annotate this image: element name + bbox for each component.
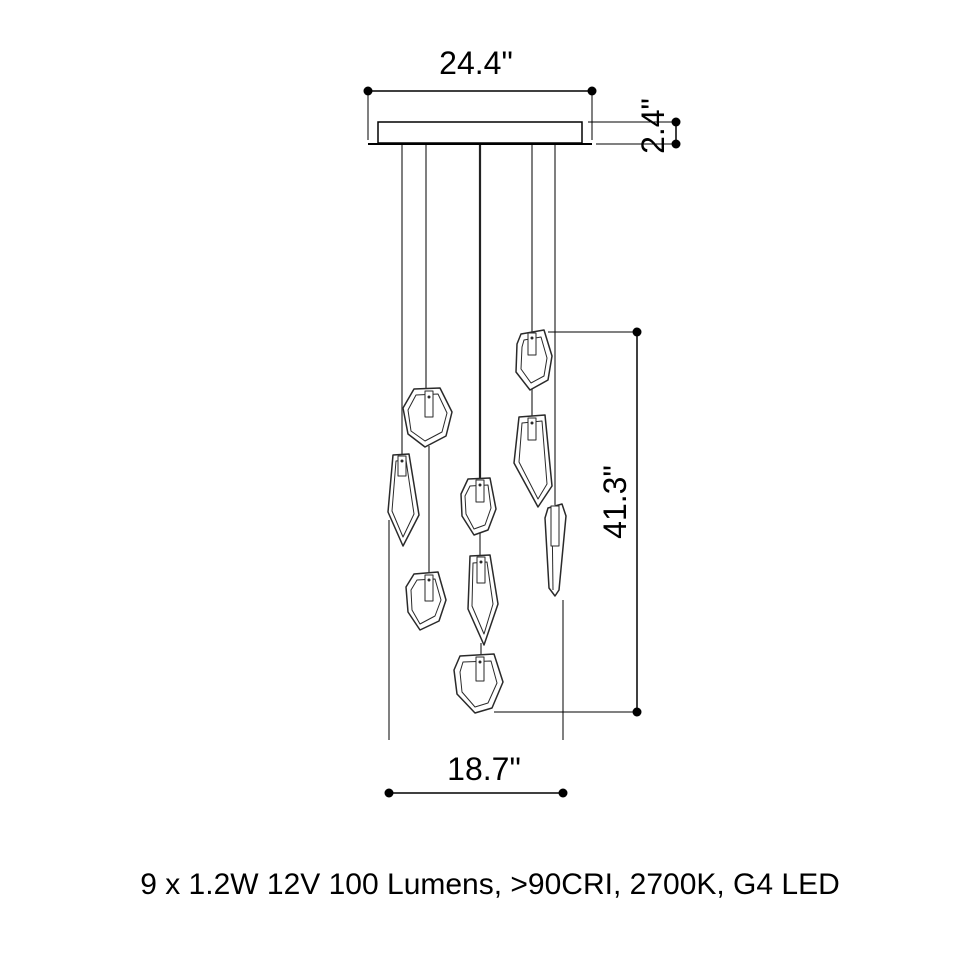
canopy-height-label: 2.4" xyxy=(635,98,671,154)
crystal-3 xyxy=(513,414,553,508)
crystal-2 xyxy=(402,387,453,448)
crystal-9-pin xyxy=(478,660,482,664)
crystal-2-pin xyxy=(427,395,431,399)
crystal-7-outline xyxy=(467,554,499,646)
crystal-8-socket xyxy=(424,574,434,602)
cluster-width-dimension: 18.7" xyxy=(384,520,568,798)
canopy-height-dimension: 2.4" xyxy=(588,98,681,154)
crystal-9-facet xyxy=(459,660,498,708)
crystal-4-pin xyxy=(400,459,404,463)
crystal-3-outline xyxy=(513,414,553,508)
crystal-1-socket xyxy=(527,332,537,356)
crystal-7-pin xyxy=(479,560,483,564)
drop-height-endpoint-bottom xyxy=(632,707,642,717)
crystal-5-pin xyxy=(478,483,482,487)
crystal-cluster xyxy=(387,329,567,714)
crystal-8-facet xyxy=(410,578,442,625)
crystal-5-socket xyxy=(475,479,485,503)
crystal-4-outline xyxy=(387,453,420,547)
crystal-1-pin xyxy=(530,336,534,340)
crystal-5 xyxy=(460,477,497,536)
crystal-8 xyxy=(405,571,447,631)
crystal-9-outline xyxy=(453,653,504,714)
drop-height-dimension: 41.3" xyxy=(494,327,642,717)
canopy-width-label: 24.4" xyxy=(439,45,513,81)
crystal-3-socket xyxy=(527,417,537,441)
canopy-plate xyxy=(377,121,583,144)
cluster-width-endpoint-right xyxy=(558,788,568,798)
crystal-1-facet xyxy=(520,336,548,384)
lighting-spec-text: 9 x 1.2W 12V 100 Lumens, >90CRI, 2700K, … xyxy=(140,868,840,901)
canopy-width-dimension: 24.4" xyxy=(363,45,597,140)
crystal-8-pin xyxy=(427,578,431,582)
cluster-width-label: 18.7" xyxy=(447,751,521,787)
crystal-9-socket xyxy=(475,656,485,682)
suspension-cables xyxy=(401,145,556,657)
drop-height-endpoint-top xyxy=(632,327,642,337)
crystal-4 xyxy=(387,453,420,547)
crystal-9 xyxy=(453,653,504,714)
canopy-height-endpoint-bottom xyxy=(671,139,681,149)
crystal-6 xyxy=(544,503,567,597)
cluster-width-endpoint-left xyxy=(384,788,394,798)
crystal-6-outline xyxy=(544,503,567,597)
crystal-2-socket xyxy=(424,390,434,418)
crystal-4-socket xyxy=(397,455,407,477)
crystal-2-facet xyxy=(407,393,448,442)
crystal-3-facet xyxy=(518,420,548,500)
canopy xyxy=(368,121,592,145)
crystal-7 xyxy=(467,554,499,646)
crystal-3-pin xyxy=(530,421,534,425)
crystal-1 xyxy=(515,329,553,391)
crystal-5-facet xyxy=(464,484,492,530)
drop-height-label: 41.3" xyxy=(597,465,633,539)
canopy-height-endpoint-top xyxy=(671,117,681,127)
crystal-6-socket xyxy=(550,505,560,547)
crystal-7-socket xyxy=(476,556,486,584)
